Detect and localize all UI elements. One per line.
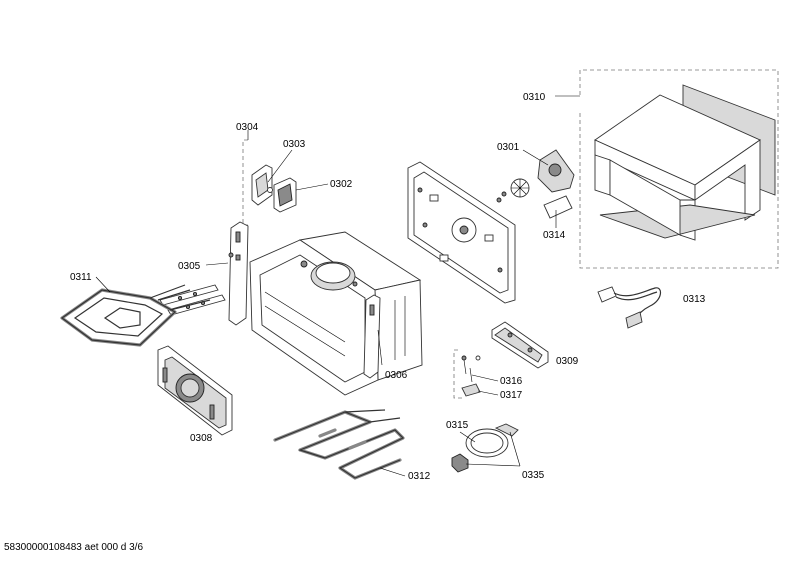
small-parts-drawing: [453, 349, 481, 399]
lamp-gasket-drawing: [451, 423, 519, 473]
label-0335: 0335: [522, 470, 545, 481]
label-0306: 0306: [385, 370, 408, 381]
group-bracket-0304: [242, 139, 248, 226]
mounting-bracket-drawing: [491, 321, 549, 369]
label-0301: 0301: [497, 142, 520, 153]
label-0311: 0311: [70, 272, 92, 283]
fan-motor-drawing: [496, 149, 575, 219]
power-cable-drawing: [597, 286, 661, 329]
side-rails-drawing: [159, 221, 381, 379]
rear-panel-drawing: [407, 161, 516, 304]
hinge-part-drawing: [251, 164, 297, 213]
label-0314: 0314: [543, 230, 566, 241]
label-0309: 0309: [556, 356, 579, 367]
insulation-cover-drawing: [579, 69, 779, 269]
label-0316: 0316: [500, 376, 523, 387]
label-0303: 0303: [283, 139, 306, 150]
label-0305: 0305: [178, 261, 201, 272]
label-0317: 0317: [500, 390, 523, 401]
label-0302: 0302: [330, 179, 353, 190]
bottom-heating-element-drawing: [273, 409, 405, 480]
top-heating-element-drawing: [60, 284, 211, 347]
label-0310: 0310: [523, 92, 546, 103]
fan-cover-drawing: [157, 345, 233, 436]
oven-cavity-drawing: [249, 231, 423, 396]
label-0312: 0312: [408, 471, 431, 482]
label-0313: 0313: [683, 294, 706, 305]
label-0315: 0315: [446, 420, 469, 431]
label-0304: 0304: [236, 122, 259, 133]
drawing-reference-footer: 58300000108483 aet 000 d 3/6: [4, 542, 144, 553]
label-0308: 0308: [190, 433, 213, 444]
